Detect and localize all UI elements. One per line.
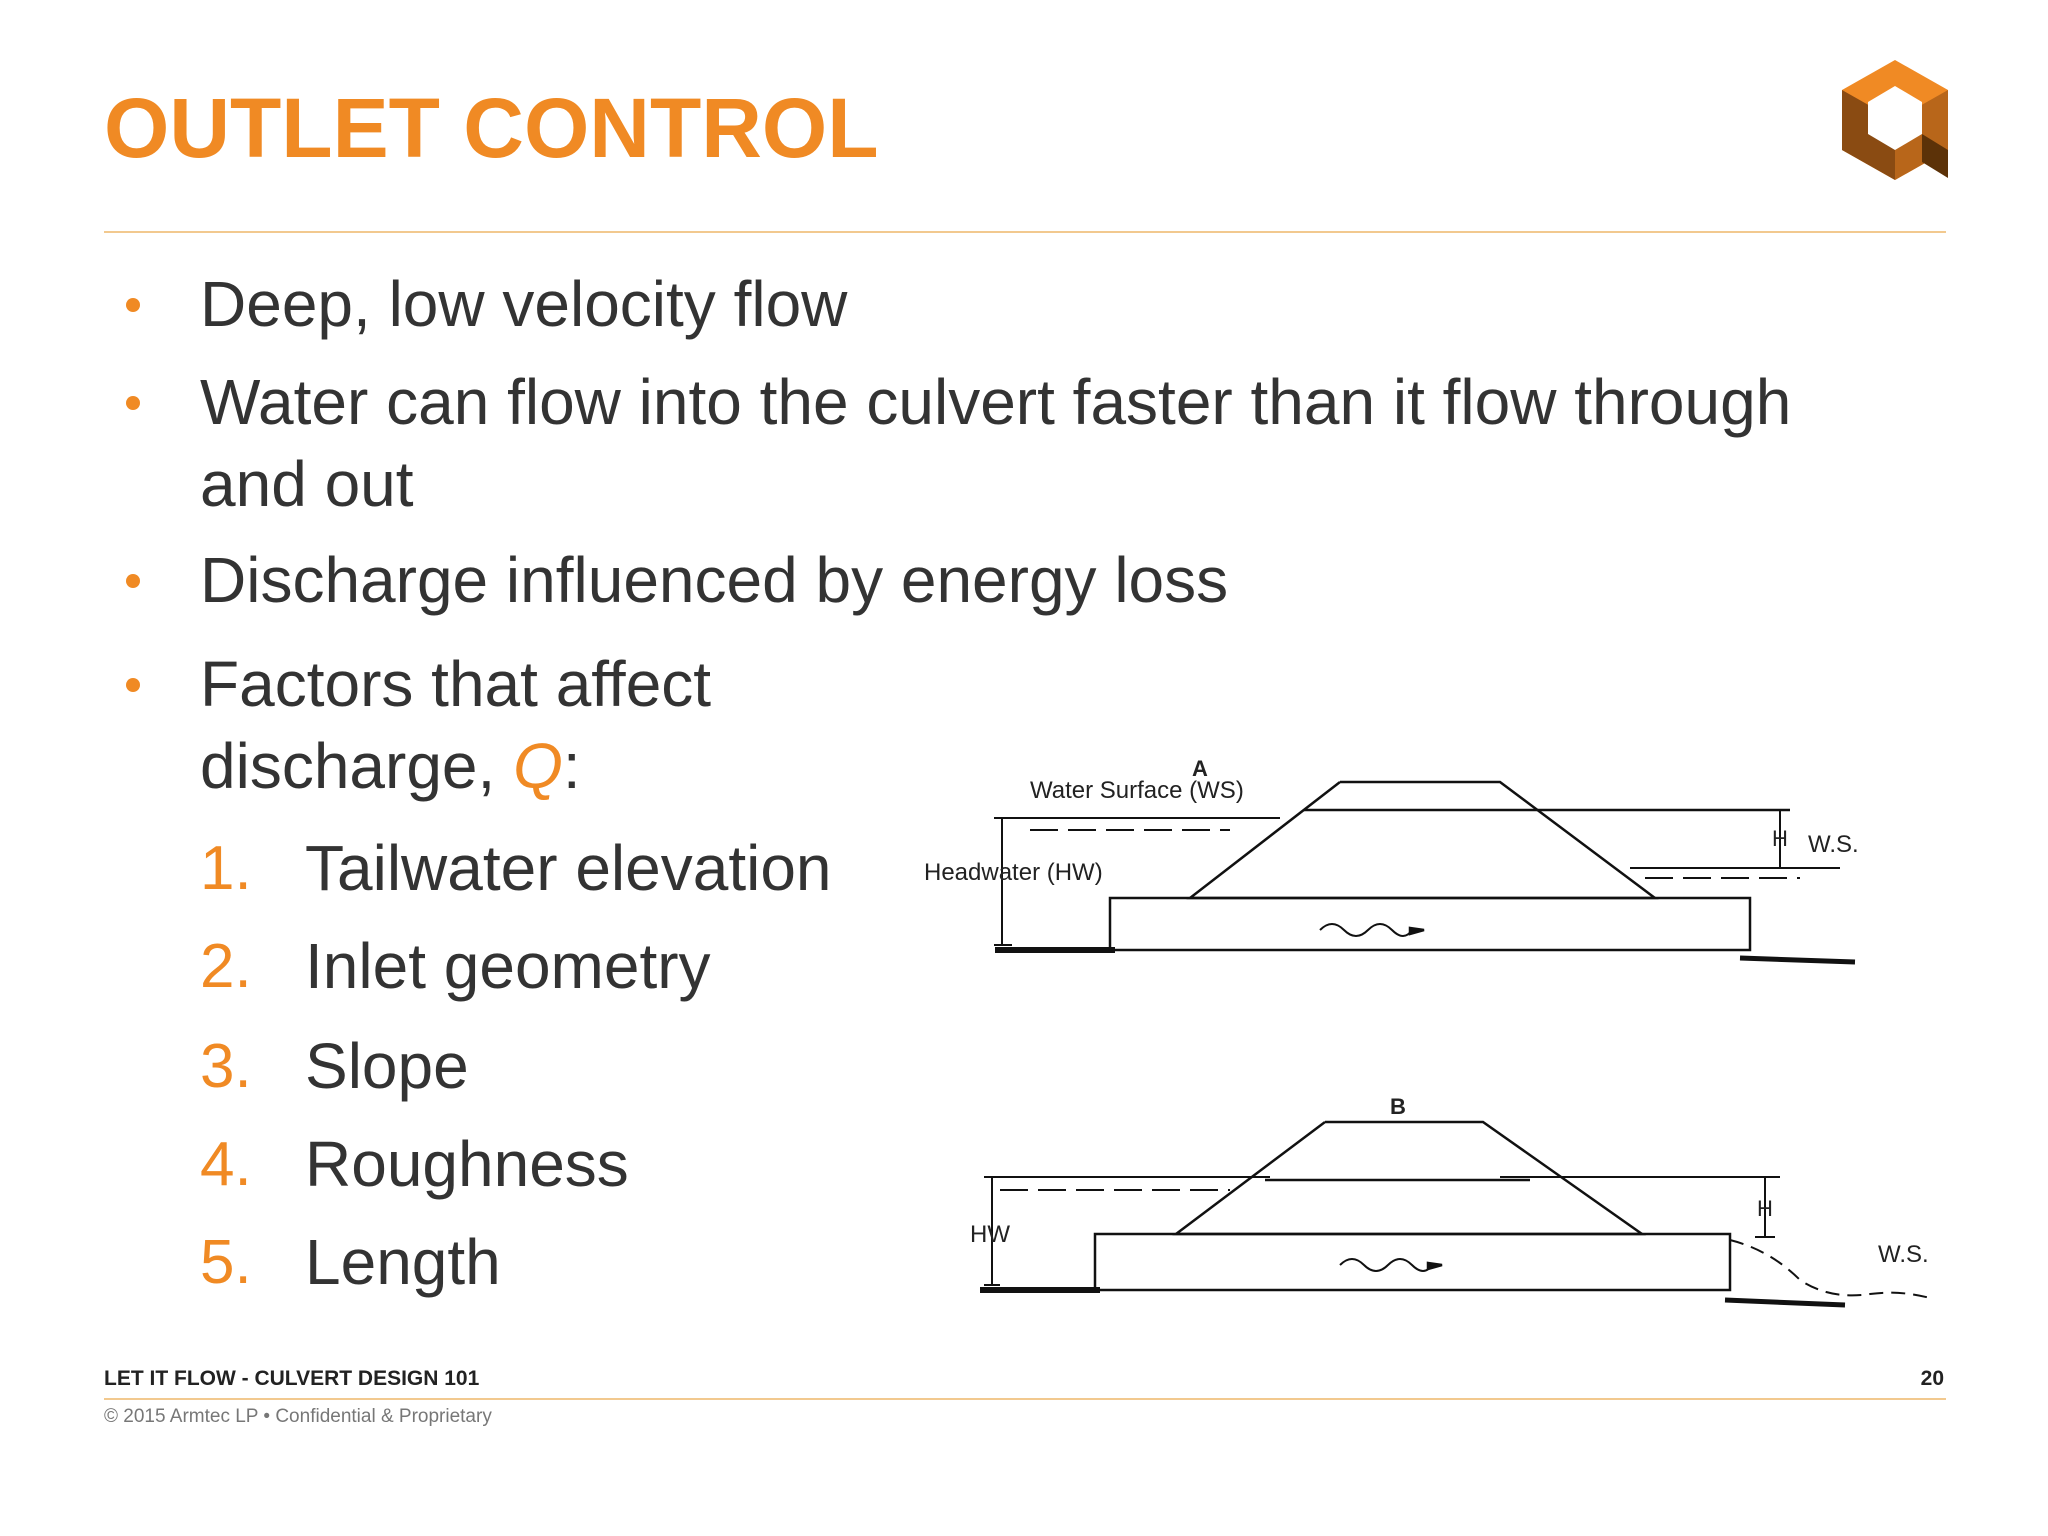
footer-course-title: LET IT FLOW - CULVERT DESIGN 101	[104, 1367, 480, 1390]
bullet-water-flow-cont: and out	[200, 448, 414, 520]
ground-b-right	[1724, 1297, 1846, 1308]
flow-arrow-b	[1339, 1258, 1433, 1272]
bullet-factors: Factors that affect	[200, 648, 712, 720]
bullet-discharge: Discharge influenced by energy loss	[200, 544, 1229, 616]
label-b: B	[1390, 1094, 1406, 1119]
footer-rule	[104, 1398, 1946, 1400]
label-ws-a: W.S.	[1808, 831, 1859, 858]
bullet-factors-cont: discharge, Q:	[200, 724, 581, 808]
embankment-a	[1186, 780, 1659, 900]
factor-roughness: Roughness	[305, 1128, 629, 1200]
bullet-water-flow: Water can flow into the culvert faster t…	[200, 366, 1792, 438]
culvert-diagram: A Water Surface (WS) Headwater (HW) H W.…	[924, 756, 1931, 1308]
flow-arrow-a	[1319, 923, 1413, 937]
armtec-logo-icon	[1842, 60, 1948, 180]
factor-number: 5.	[200, 1228, 252, 1297]
factor-number: 4.	[200, 1130, 252, 1199]
label-a: A	[1192, 756, 1208, 781]
factor-number: 1.	[200, 834, 252, 903]
bullet-dot	[126, 298, 140, 312]
factor-slope: Slope	[305, 1030, 469, 1102]
diagram-b	[980, 1120, 1931, 1308]
factor-number: 3.	[200, 1032, 252, 1101]
bullet-dot	[126, 678, 140, 692]
page-number: 20	[1920, 1367, 1944, 1390]
label-h-b: H	[1757, 1196, 1773, 1221]
label-water-surface: Water Surface (WS)	[1030, 777, 1244, 804]
factor-inlet-geometry: Inlet geometry	[305, 930, 711, 1002]
colon-text: :	[562, 730, 581, 802]
label-h-a: H	[1772, 826, 1788, 851]
bullet-deep-flow: Deep, low velocity flow	[200, 268, 848, 340]
label-headwater: Headwater (HW)	[924, 859, 1103, 886]
discharge-text: discharge,	[200, 730, 514, 802]
copyright-text: © 2015 Armtec LP • Confidential & Propri…	[104, 1406, 492, 1427]
factor-length: Length	[305, 1226, 501, 1298]
diagram-a	[994, 780, 1856, 965]
q-symbol: Q	[513, 730, 563, 802]
factor-number: 2.	[200, 932, 252, 1001]
label-hw-b: HW	[970, 1221, 1010, 1248]
ground-a-right	[1739, 955, 1856, 965]
tailwater-curve-b	[1729, 1239, 1931, 1299]
culvert-barrel-a	[1108, 896, 1752, 952]
label-ws-b: W.S.	[1878, 1241, 1929, 1268]
slide-title: OUTLET CONTROL	[104, 81, 879, 175]
title-rule	[104, 231, 1946, 233]
factor-tailwater: Tailwater elevation	[305, 832, 832, 904]
bullet-dot	[126, 574, 140, 588]
culvert-barrel-b	[1093, 1232, 1732, 1292]
bullet-dot	[126, 396, 140, 410]
